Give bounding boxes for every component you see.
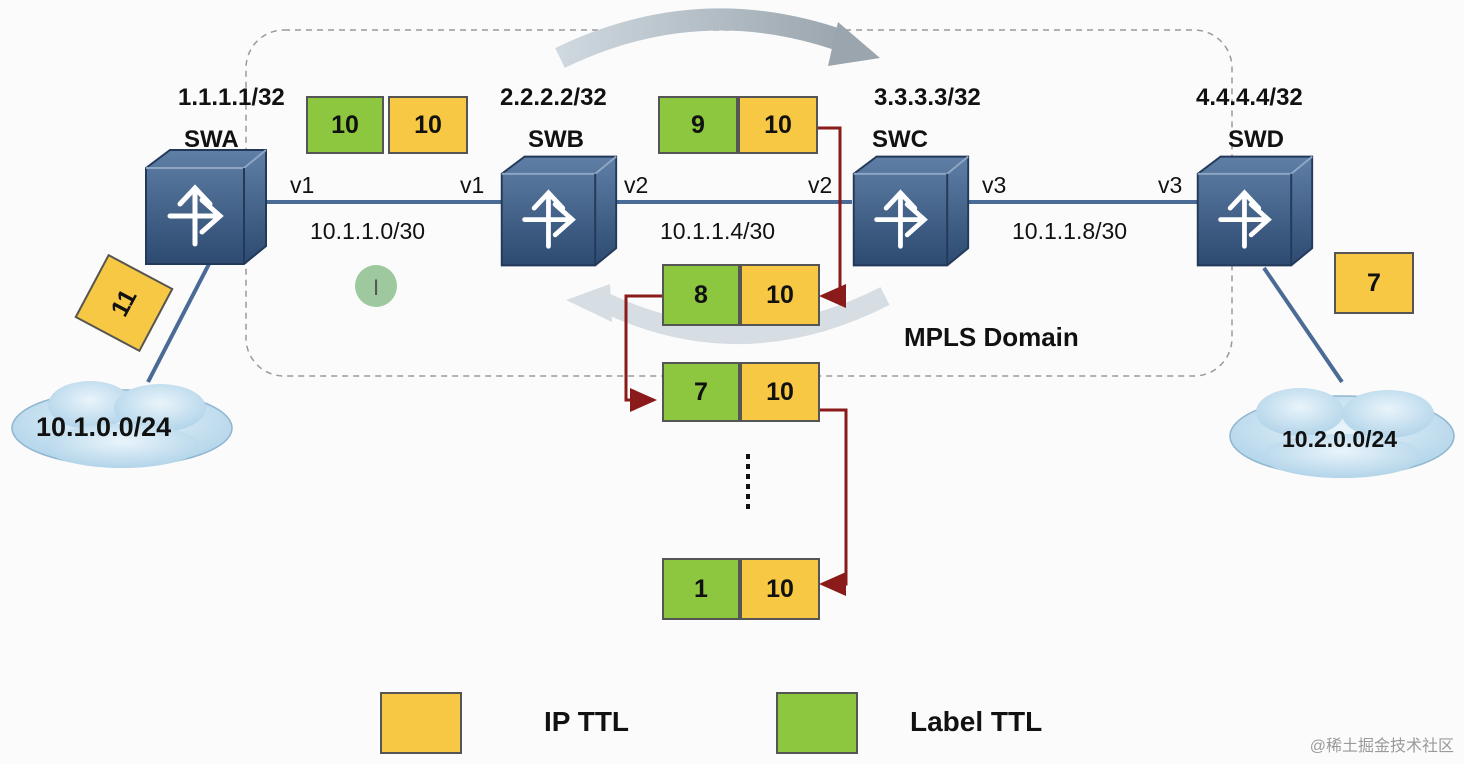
swd-interface-label: v3 <box>1158 172 1183 198</box>
loop1-label-ttl-box: 8 <box>662 264 740 326</box>
swc-left-interface-label: v2 <box>808 172 833 198</box>
loop-last-label-ttl-box: 1 <box>662 558 740 620</box>
loop2-label-ttl-box: 7 <box>662 362 740 422</box>
left-network-label: 10.1.0.0/24 <box>36 412 172 442</box>
loop-arc-arrow <box>595 287 890 344</box>
flow-line-loop1-to-loop2 <box>624 294 662 412</box>
legend-label-ttl-swatch <box>776 692 858 754</box>
swc-name: SWC <box>872 126 928 153</box>
legend-ip-ttl-swatch <box>380 692 462 754</box>
forward-arc-arrow <box>555 8 849 68</box>
loop1-ip-ttl-box: 10 <box>740 264 820 326</box>
loop-last-ip-ttl-box: 10 <box>740 558 820 620</box>
cloud-left <box>11 381 233 468</box>
switch-swb-icon <box>500 155 618 267</box>
subnet-bc-label: 10.1.1.4/30 <box>660 218 776 244</box>
swa-loopback: 1.1.1.1/32 <box>178 84 285 111</box>
swa-interface-label: v1 <box>290 172 315 198</box>
switch-swc-icon <box>852 155 970 267</box>
legend-ip-ttl-label: IP TTL <box>544 706 630 737</box>
flow-line-swc-to-loop <box>818 126 846 308</box>
flow-line-loop2-to-last <box>818 408 848 596</box>
swb-right-interface-label: v2 <box>624 172 649 198</box>
switch-swd-icon <box>1196 155 1314 267</box>
swb-left-interface-label: v1 <box>460 172 485 198</box>
ellipsis-dots <box>746 454 750 514</box>
swa-name: SWA <box>184 126 239 153</box>
swb-name: SWB <box>528 126 584 153</box>
ab-ip-ttl-box: 10 <box>388 96 468 154</box>
watermark: @稀土掘金技术社区 <box>1309 738 1454 755</box>
subnet-cd-label: 10.1.1.8/30 <box>1012 218 1128 244</box>
switch-swa-icon <box>145 149 267 265</box>
mpls-domain-label: MPLS Domain <box>904 322 1079 352</box>
subnet-ab-label: 10.1.1.0/30 <box>310 218 426 244</box>
cursor-indicator <box>355 265 397 307</box>
swc-right-interface-label: v3 <box>982 172 1007 198</box>
swd-name: SWD <box>1228 126 1284 153</box>
swd-loopback: 4.4.4.4/32 <box>1196 84 1303 111</box>
swb-loopback: 2.2.2.2/32 <box>500 84 607 111</box>
bc-label-ttl-box: 9 <box>658 96 738 154</box>
right-network-label: 10.2.0.0/24 <box>1282 426 1398 452</box>
swd-ip-ttl-box: 7 <box>1334 252 1414 314</box>
ab-label-ttl-box: 10 <box>306 96 384 154</box>
swc-loopback: 3.3.3.3/32 <box>874 84 981 111</box>
loop2-ip-ttl-box: 10 <box>740 362 820 422</box>
cloud-right <box>1229 388 1455 478</box>
svg-text:I: I <box>373 275 379 300</box>
bc-ip-ttl-box: 10 <box>738 96 818 154</box>
legend-label-ttl-label: Label TTL <box>910 706 1043 737</box>
